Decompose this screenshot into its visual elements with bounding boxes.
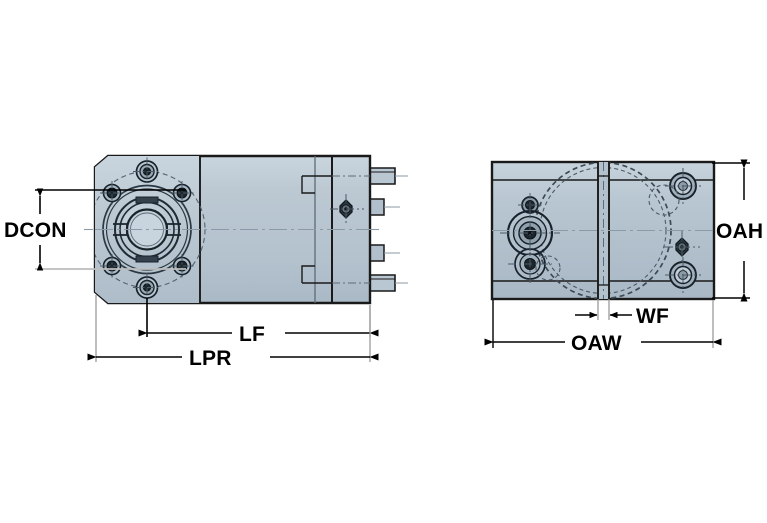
recess-top-step [301,176,315,194]
lpr-label: LPR [189,347,232,370]
protrusion-top-small [369,198,385,216]
drive-shaft-port-secondary [508,243,552,286]
dimension-oaw: OAW [484,300,722,355]
dimension-dcon: DCON [4,188,186,271]
oah-label: OAH [716,220,763,243]
side-mounting-hole [330,194,364,224]
side-view-group [84,154,408,305]
hidden-port-circle [535,255,561,281]
end-view-bolt-hole-bottom-right [665,257,701,293]
dimension-oah: OAH [712,159,763,302]
oaw-label: OAW [571,332,622,355]
end-view-set-screw-hole [664,231,700,263]
bolt-hole-bottom-center [133,273,161,302]
bolt-hole-top-center [133,157,161,186]
dimension-wf: WF [575,299,669,328]
dimension-lpr: LPR [87,295,379,370]
dcon-label: DCON [4,219,67,242]
recess-bottom-step [301,265,315,283]
end-view-group [490,160,716,301]
protrusion-bottom-small [369,244,385,262]
end-view-left-feature-cluster [500,193,561,286]
end-view-right-features [648,168,701,293]
protrusion-bottom-large [369,274,396,292]
wf-label: WF [636,305,669,328]
drive-key-bottom [135,255,159,263]
hidden-circle-top-right [648,184,680,216]
side-view-internal-lines [95,156,370,303]
protrusion-top-large [369,167,396,185]
drive-key-top [135,196,159,204]
end-view-internal [492,162,714,299]
lf-label: LF [239,323,265,346]
